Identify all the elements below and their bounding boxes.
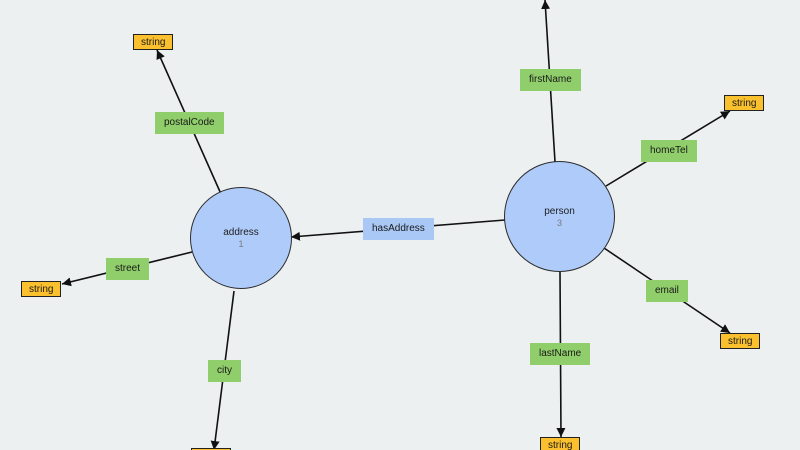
property-label-lastname[interactable]: lastName <box>530 343 591 365</box>
class-node-person[interactable]: person 3 <box>504 161 615 272</box>
class-node-address[interactable]: address 1 <box>190 187 292 289</box>
instance-count: 1 <box>238 239 244 249</box>
property-label-postalcode[interactable]: postalCode <box>155 112 224 134</box>
property-label-street[interactable]: street <box>106 258 150 280</box>
property-label-hasaddress[interactable]: hasAddress <box>363 218 434 240</box>
class-name: person <box>544 205 575 217</box>
datatype-box-hometel[interactable]: string <box>724 95 765 111</box>
property-label-city[interactable]: city <box>208 360 241 382</box>
instance-count: 3 <box>556 217 562 228</box>
property-label-firstname[interactable]: firstName <box>520 69 581 91</box>
property-label-hometel[interactable]: homeTel <box>641 140 697 162</box>
datatype-box-street[interactable]: string <box>21 281 62 297</box>
datatype-box-lastname[interactable]: string <box>540 437 581 450</box>
datatype-box-city[interactable]: string <box>191 448 232 450</box>
datatype-box-email[interactable]: string <box>720 333 761 349</box>
property-label-email[interactable]: email <box>646 280 688 302</box>
class-name: address <box>223 227 259 238</box>
datatype-box-postalcode[interactable]: string <box>133 34 174 50</box>
